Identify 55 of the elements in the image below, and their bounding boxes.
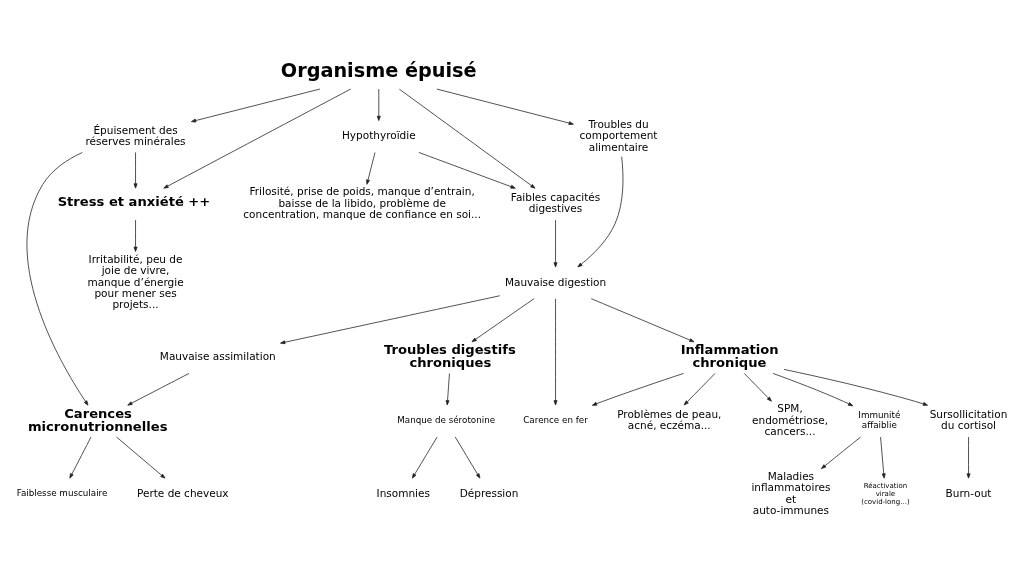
node-text: Carence en fer xyxy=(523,415,588,426)
arrow xyxy=(966,436,971,479)
arrow xyxy=(783,369,928,406)
arrow xyxy=(553,298,558,406)
node-text: Insomnies xyxy=(376,486,430,499)
arrow xyxy=(127,373,190,406)
node-text: Inflammation chronique xyxy=(680,342,779,371)
arrow xyxy=(772,373,854,407)
arrow xyxy=(591,373,685,406)
node-text: Sursollicitation du cortisol xyxy=(929,408,1008,432)
node-text: Organisme épuisé xyxy=(280,59,477,83)
node-text: SPM, endométriose, cancers... xyxy=(752,402,828,438)
node-text: Problèmes de peau, acné, eczéma... xyxy=(617,408,722,432)
arrow xyxy=(116,436,166,479)
arrow xyxy=(69,436,92,479)
node-text: Immunité affaiblie xyxy=(858,410,901,431)
node-text: Troubles digestifs chroniques xyxy=(384,342,516,371)
arrow xyxy=(26,152,89,406)
node-text: Carences micronutrionnelles xyxy=(27,405,168,434)
node-text: Manque de sérotonine xyxy=(397,415,496,426)
node-text: Irritabilité, peu de joie de vivre, manque d’énergie pour mener ses projets... xyxy=(87,252,184,311)
node-text: Mauvaise assimilation xyxy=(159,350,276,363)
arrow xyxy=(163,88,352,189)
arrow xyxy=(471,298,535,343)
arrow xyxy=(577,156,624,268)
node-text: Maladies inflammatoires et auto-immunes xyxy=(751,469,831,516)
node-text: Faiblesse musculaire xyxy=(16,488,108,499)
arrow xyxy=(553,219,558,268)
arrow xyxy=(436,88,574,125)
arrow xyxy=(280,295,501,345)
arrow xyxy=(880,436,886,479)
arrow xyxy=(821,436,861,469)
node-text: Stress et anxiété ++ xyxy=(57,194,211,210)
node-text: Troubles du comportement alimentaire xyxy=(579,118,658,153)
arrow xyxy=(133,152,138,189)
node-text: Burn-out xyxy=(945,486,992,499)
arrow xyxy=(399,88,536,189)
node-text: Mauvaise digestion xyxy=(504,275,607,288)
arrow xyxy=(683,373,716,406)
arrow xyxy=(743,373,772,402)
arrow xyxy=(590,298,695,343)
node-text: Frilosité, prise de poids, manque d’entrain, baisse de la libido, problème de concentration, manque de confiance en soi... xyxy=(243,185,482,221)
arrow xyxy=(411,436,438,479)
node-text: Dépression xyxy=(459,486,519,499)
arrow xyxy=(366,152,376,185)
arrow xyxy=(445,373,450,406)
arrow xyxy=(133,219,138,252)
arrow xyxy=(454,436,481,479)
arrow xyxy=(190,88,321,123)
node-text: Faibles capacités digestives xyxy=(510,191,601,215)
node-text: Perte de cheveux xyxy=(137,486,229,499)
arrow xyxy=(376,88,381,121)
node-text: Hypothyroïdie xyxy=(341,129,416,142)
arrow xyxy=(418,152,516,189)
node-text: Épuisement des réserves minérales xyxy=(85,123,186,148)
